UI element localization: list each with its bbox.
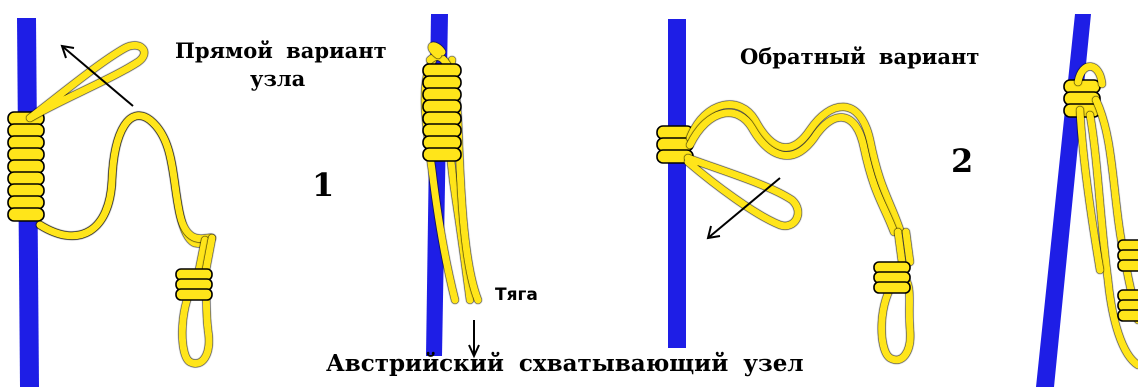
pole-3: [668, 19, 686, 348]
figure-1-rope: [8, 45, 212, 363]
figure-1-wraps: [8, 112, 44, 221]
figure-2-wraps: [423, 64, 461, 161]
figure-3-lower-wraps: [874, 262, 910, 293]
reverse-variant-label: Обратный вариант: [740, 44, 979, 69]
direct-variant-label-line2: узла: [250, 66, 305, 91]
figure-1-lower-wraps: [176, 269, 212, 300]
pull-label: Тяга: [495, 285, 538, 305]
figure-3-rope: [657, 105, 910, 360]
step-2-number: 2: [951, 142, 973, 180]
figure-4-rope: [1064, 66, 1138, 365]
direct-variant-label-line1: Прямой вариант: [175, 38, 387, 63]
diagram-title: Австрийский схватывающий узел: [326, 350, 804, 377]
step-1-number: 1: [312, 166, 334, 204]
